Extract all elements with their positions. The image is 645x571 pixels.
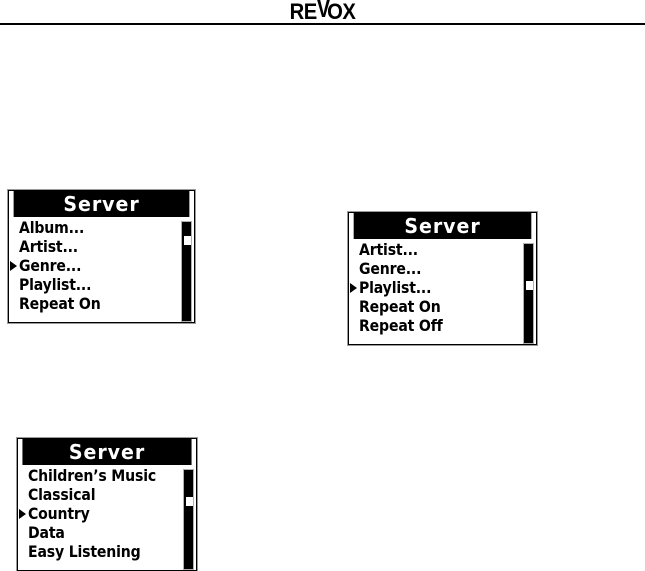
list-item-label: Album...: [19, 218, 85, 237]
list-item-selected[interactable]: Country: [18, 504, 196, 523]
list-item[interactable]: Playlist...: [9, 275, 194, 294]
list-item[interactable]: Genre...: [349, 259, 536, 278]
list-item-label: Data: [28, 523, 65, 542]
scrollbar[interactable]: [183, 469, 194, 570]
header-divider: [0, 23, 645, 25]
list-item-label: Children’s Music: [28, 466, 157, 485]
lcd-panel-server-genre-list: Server Children’s Music Classical Countr…: [16, 437, 198, 571]
list-item[interactable]: Classical: [18, 485, 196, 504]
list-item-label: Playlist...: [19, 275, 92, 294]
scrollbar-thumb[interactable]: [526, 281, 533, 290]
logo-text-v: V: [316, 0, 331, 23]
list-item[interactable]: Repeat Off: [349, 316, 536, 335]
lcd-panel-server-genre: Server Album... Artist... Genre... Playl…: [7, 189, 196, 324]
scrollbar[interactable]: [181, 221, 192, 322]
list-item[interactable]: Album...: [9, 218, 194, 237]
lcd-menu-list: Children’s Music Classical Country Data …: [18, 465, 196, 561]
lcd-title-bar: Server: [22, 439, 192, 465]
selection-arrow-icon: [19, 509, 26, 519]
selection-arrow-icon: [10, 261, 17, 271]
list-item[interactable]: Artist...: [9, 237, 194, 256]
list-item-label: Genre...: [19, 256, 82, 275]
list-item-label: Artist...: [359, 240, 418, 259]
list-item-label: Repeat Off: [359, 316, 443, 335]
lcd-title-bar: Server: [13, 191, 190, 217]
logo-text-re: RE: [289, 0, 318, 24]
list-item-label: Playlist...: [359, 278, 432, 297]
list-item[interactable]: Easy Listening: [18, 542, 196, 561]
scrollbar[interactable]: [523, 243, 534, 344]
scrollbar-thumb[interactable]: [184, 236, 191, 245]
lcd-menu-list: Artist... Genre... Playlist... Repeat On…: [349, 239, 536, 335]
selection-arrow-icon: [350, 283, 357, 293]
list-item[interactable]: Artist...: [349, 240, 536, 259]
list-item-selected[interactable]: Genre...: [9, 256, 194, 275]
lcd-title-bar: Server: [353, 213, 532, 239]
revox-logo: REVOX: [26, 0, 619, 24]
lcd-panel-server-playlist: Server Artist... Genre... Playlist... Re…: [347, 211, 538, 346]
list-item-label: Genre...: [359, 259, 422, 278]
list-item-label: Repeat On: [359, 297, 441, 316]
list-item-label: Repeat On: [19, 294, 101, 313]
list-item[interactable]: Repeat On: [9, 294, 194, 313]
list-item-label: Artist...: [19, 237, 78, 256]
list-item-label: Easy Listening: [28, 542, 141, 561]
logo-text-ox: OX: [327, 0, 356, 24]
list-item-label: Classical: [28, 485, 96, 504]
list-item[interactable]: Data: [18, 523, 196, 542]
list-item-selected[interactable]: Playlist...: [349, 278, 536, 297]
list-item[interactable]: Repeat On: [349, 297, 536, 316]
list-item[interactable]: Children’s Music: [18, 466, 196, 485]
scrollbar-thumb[interactable]: [186, 497, 193, 506]
page-header: REVOX: [0, 0, 645, 26]
list-item-label: Country: [28, 504, 90, 523]
lcd-menu-list: Album... Artist... Genre... Playlist... …: [9, 217, 194, 313]
